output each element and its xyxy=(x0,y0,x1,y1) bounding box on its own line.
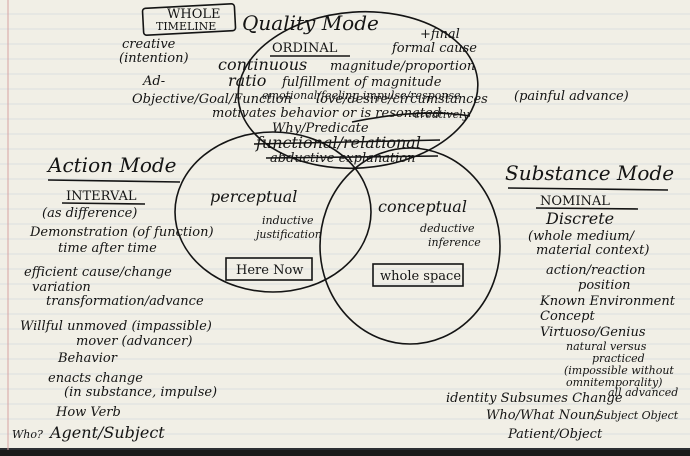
formal-cause-label: formal cause xyxy=(391,41,477,56)
fulfillment-label: fulfillment of magnitude xyxy=(281,75,442,90)
demonstration-label: Demonstration (of function) xyxy=(29,225,214,240)
whole-space-box xyxy=(372,263,464,287)
omnitemporality-label: omnitemporality) xyxy=(566,376,662,389)
love-label: love/desire/circumstances xyxy=(316,92,488,107)
efficient-cause-label: efficient cause/change xyxy=(24,265,172,280)
whole-timeline-box xyxy=(141,2,237,37)
variation-label: variation xyxy=(32,280,91,295)
action-mode-underline xyxy=(47,179,181,183)
whole-space-label: whole space xyxy=(380,269,461,284)
inference-label: inference xyxy=(428,236,481,249)
whole-medium-label: (whole medium/ xyxy=(528,229,636,244)
impossible-label: (impossible without xyxy=(564,364,674,377)
perceptual-label: perceptual xyxy=(210,187,297,206)
whole-label: WHOLE xyxy=(167,7,220,22)
final-label: +final xyxy=(420,27,460,42)
quality-mode-title: Quality Mode xyxy=(242,11,379,35)
functional-strike xyxy=(253,139,441,145)
continuous-label: continuous xyxy=(218,55,307,74)
substance-mode-title: Substance Mode xyxy=(505,161,674,185)
interval-label: INTERVAL xyxy=(66,189,137,204)
who-what-noun-label: Who/What Noun/ xyxy=(486,408,601,423)
perceptual-circle xyxy=(174,131,372,293)
emotional-label: emotional/feeling impulse/response xyxy=(262,89,461,102)
known-environment-label: Known Environment xyxy=(539,294,676,309)
ratio-label: ratio xyxy=(228,71,266,90)
ordinal-label: ORDINAL xyxy=(272,41,338,56)
nominal-underline xyxy=(535,207,639,210)
objective-label: Objective/Goal/Function xyxy=(132,92,292,107)
functional-relational-label: functional/relational xyxy=(255,133,421,152)
position-label: position xyxy=(578,278,631,293)
painful-advance-label: (painful advance) xyxy=(514,89,629,104)
timeline-label: TIMELINE xyxy=(156,20,216,33)
concept-label: Concept xyxy=(540,309,595,324)
ruled-lines xyxy=(0,13,690,450)
action-reaction-label: action/reaction xyxy=(546,263,646,278)
deductive-label: deductive xyxy=(420,222,475,235)
mover-label: mover (advancer) xyxy=(76,334,192,349)
page-shadow xyxy=(0,448,690,456)
ad-label: Ad- xyxy=(142,74,165,89)
here-now-box xyxy=(225,257,313,281)
abductive-explanation-label: abductive explanation xyxy=(270,151,416,166)
discrete-label: Discrete xyxy=(545,209,614,228)
as-difference-label: (as difference) xyxy=(42,206,137,221)
intention-label: (intention) xyxy=(119,51,189,66)
agent-subject-label: Agent/Subject xyxy=(48,423,165,442)
practiced-label: practiced xyxy=(592,352,645,365)
magnitude-label: magnitude/proportion xyxy=(330,59,475,74)
here-now-label: Here Now xyxy=(236,263,303,278)
abductive-strike xyxy=(265,155,439,159)
interval-underline xyxy=(61,202,146,205)
motivates-label: motivates behavior or is resonated xyxy=(212,106,441,121)
who-label: Who? xyxy=(12,428,43,441)
subject-object-label: Subject Object xyxy=(596,409,679,422)
action-mode-title: Action Mode xyxy=(46,153,177,177)
how-verb-label: How Verb xyxy=(55,405,121,420)
material-context-label: material context) xyxy=(536,243,649,258)
time-after-time-label: time after time xyxy=(58,241,157,256)
willful-label: Willful unmoved (impassible) xyxy=(20,319,212,334)
virtuoso-label: Virtuoso/Genius xyxy=(540,325,646,340)
justification-label: justification xyxy=(253,228,322,241)
behavior-label: Behavior xyxy=(57,351,118,366)
conceptual-label: conceptual xyxy=(378,197,467,216)
in-substance-label: (in substance, impulse) xyxy=(64,385,217,400)
all-advanced-label: all advanced xyxy=(608,386,678,399)
why-predicate-label: Why/Predicate xyxy=(272,121,369,136)
transformation-label: transformation/advance xyxy=(46,294,204,309)
patient-object-label: Patient/Object xyxy=(507,427,603,442)
enacts-change-label: enacts change xyxy=(48,371,143,386)
inductive-label: inductive xyxy=(262,214,314,227)
natural-versus-label: natural versus xyxy=(566,340,647,353)
substance-mode-underline xyxy=(507,187,669,191)
creatively-arrow xyxy=(351,112,471,123)
identity-subsumes-label: identity Subsumes Change xyxy=(446,391,623,406)
conceptual-circle xyxy=(319,147,501,345)
quality-mode-circle xyxy=(237,10,479,170)
creatively-label: creatively xyxy=(414,108,470,121)
creative-label: creative xyxy=(122,37,176,52)
nominal-label: NOMINAL xyxy=(540,194,610,209)
